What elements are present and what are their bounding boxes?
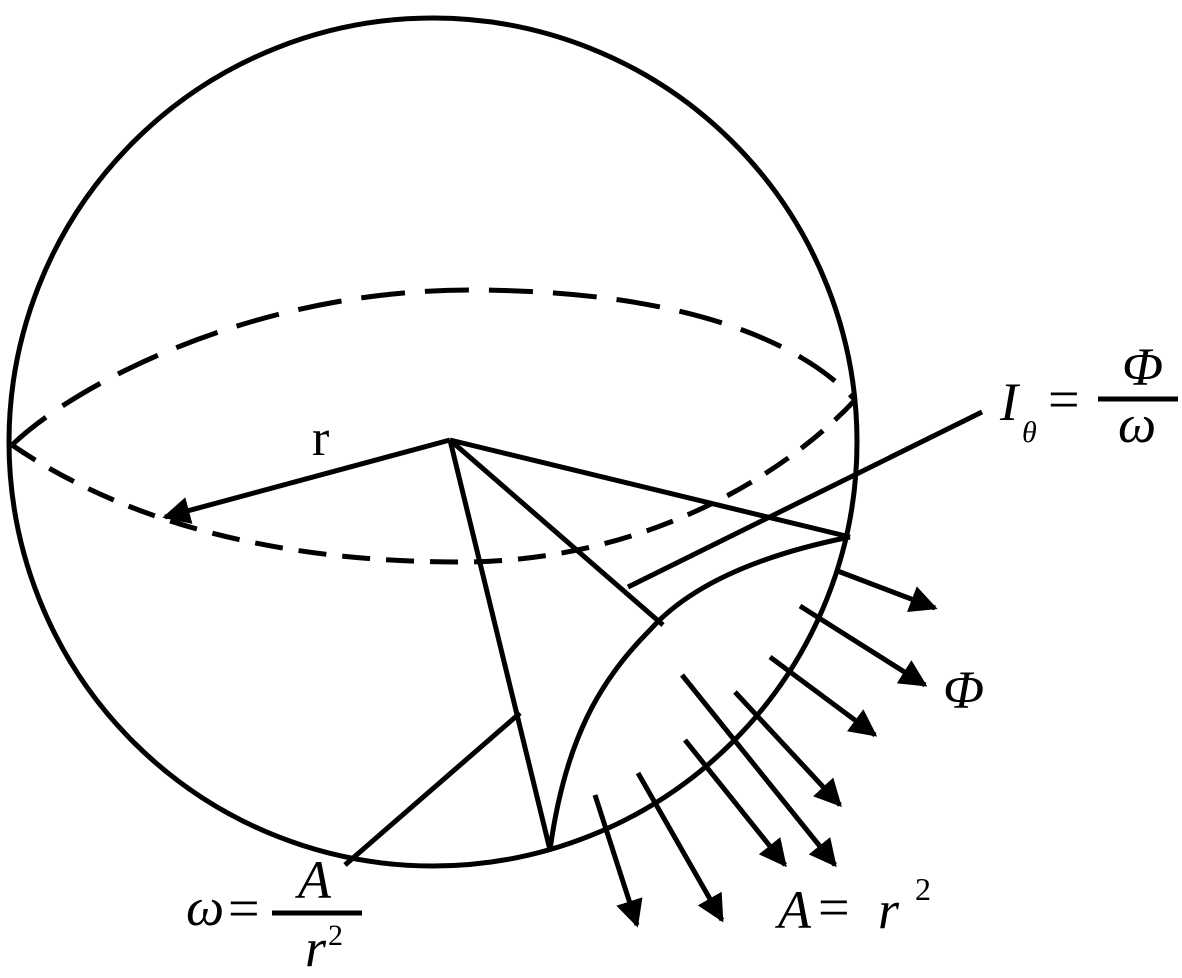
cone-edge-right [449, 437, 851, 540]
area-base: r [878, 880, 900, 940]
flux-arrow [592, 794, 643, 928]
flux-arrow [680, 673, 837, 868]
solid-angle-denominator-base: r [305, 918, 327, 978]
intensity-numerator: Φ [1122, 337, 1163, 397]
intensity-equals: = [1048, 369, 1080, 431]
solid-angle-formula: ω = A r 2 [186, 850, 343, 978]
area-exponent: 2 [915, 871, 931, 907]
intensity-denominator: ω [1118, 394, 1156, 454]
cone-edge-middle [448, 438, 665, 627]
intensity-symbol: I [999, 372, 1021, 432]
area-patch-boundary [547, 534, 851, 851]
equator-dashed [10, 287, 857, 447]
solid-angle-numerator: A [295, 850, 332, 910]
flux-arrows [592, 567, 938, 928]
solid-angle-denominator-exponent: 2 [328, 919, 343, 952]
solid-angle-equals: = [228, 878, 260, 940]
radius-arrow [162, 437, 451, 524]
flux-arrow [733, 690, 842, 808]
flux-arrow [834, 567, 938, 613]
intensity-formula: I θ = Φ ω [999, 337, 1163, 454]
equator-dashed-front [10, 398, 857, 565]
area-symbol: A [775, 880, 812, 940]
intensity-leader-line [626, 409, 984, 590]
flux-arrow [798, 603, 928, 688]
flux-label: Φ [943, 660, 984, 720]
cone-edge-bottom [447, 439, 553, 851]
flux-arrow [683, 738, 787, 868]
solid-angle-leader-line [343, 711, 522, 867]
radius-label: r [312, 410, 329, 467]
solid-angle-symbol: ω [186, 877, 224, 937]
area-equals: = [818, 877, 850, 939]
intensity-subscript: θ [1022, 416, 1037, 449]
area-formula: A = r 2 [775, 871, 931, 940]
sphere-outline [6, 15, 860, 869]
flux-arrow [635, 771, 725, 923]
flux-arrow [768, 654, 878, 738]
